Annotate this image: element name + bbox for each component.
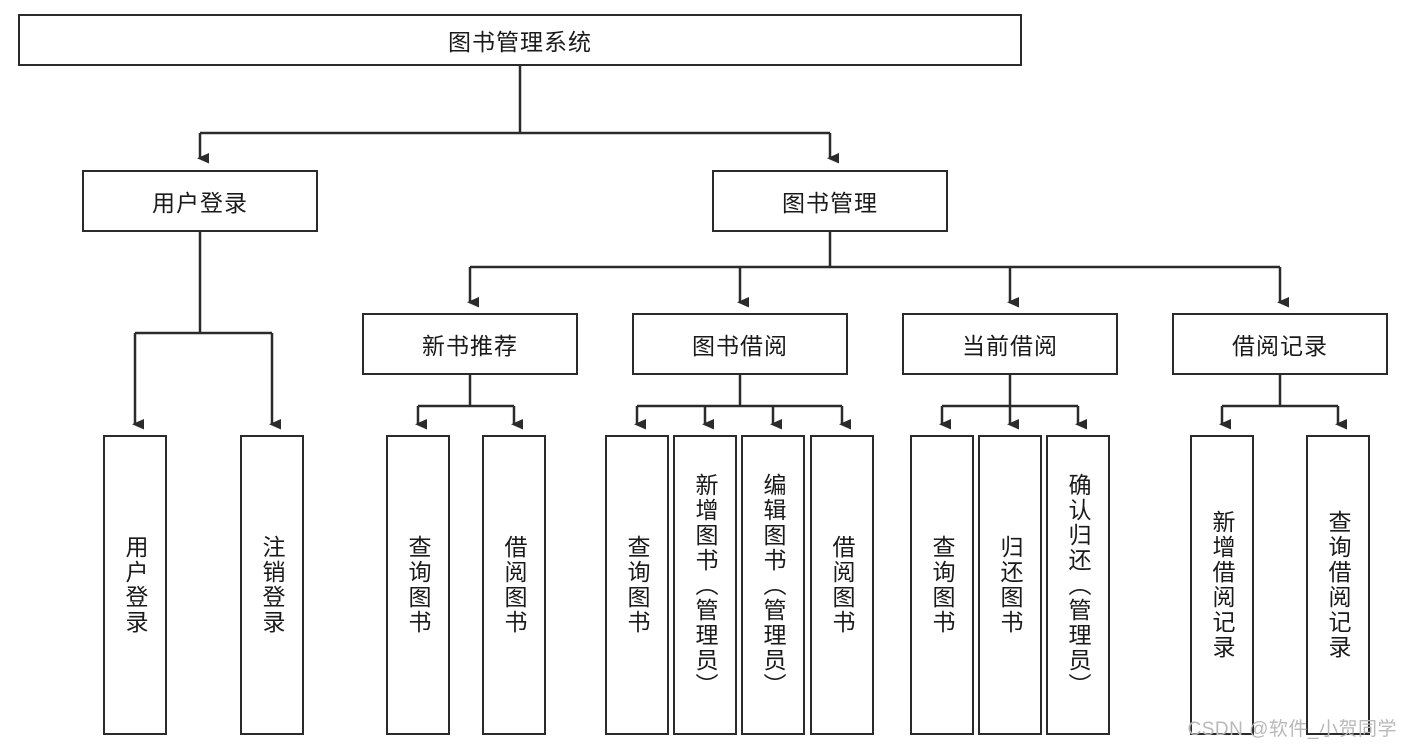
watermark: CSDN @软件_小贺同学 — [1187, 719, 1397, 740]
node-label: 图书借阅 — [692, 333, 788, 359]
node-leaf-borrow-book[interactable]: 借阅图书 — [810, 435, 874, 735]
node-label: 注销登录 — [259, 535, 286, 635]
node-label: 查询图书 — [405, 535, 432, 635]
node-label: 借阅图书 — [501, 535, 528, 635]
node-leaf-user-login[interactable]: 用户登录 — [103, 435, 167, 735]
node-book-borrow[interactable]: 图书借阅 — [632, 313, 848, 375]
node-label: 借阅记录 — [1232, 333, 1328, 359]
node-root[interactable]: 图书管理系统 — [18, 14, 1022, 66]
node-leaf-confirm-return-admin[interactable]: 确认归还（管理员） — [1046, 435, 1110, 735]
node-label: 当前借阅 — [962, 333, 1058, 359]
node-user-login[interactable]: 用户登录 — [82, 170, 318, 232]
node-label: 图书管理系统 — [448, 29, 592, 55]
node-new-book-recommend[interactable]: 新书推荐 — [362, 313, 578, 375]
node-label: 用户登录 — [152, 190, 248, 216]
node-leaf-query-book-current[interactable]: 查询图书 — [910, 435, 974, 735]
node-label: 新书推荐 — [422, 333, 518, 359]
node-leaf-logout[interactable]: 注销登录 — [240, 435, 304, 735]
node-leaf-query-book-recommend[interactable]: 查询图书 — [386, 435, 450, 735]
node-label: 新增借阅记录 — [1209, 510, 1236, 660]
node-leaf-edit-book-admin[interactable]: 编辑图书（管理员） — [741, 435, 805, 735]
node-label: 借阅图书 — [829, 535, 856, 635]
node-label: 查询图书 — [624, 535, 651, 635]
node-label: 查询借阅记录 — [1325, 510, 1352, 660]
node-label: 确认归还（管理员） — [1065, 472, 1092, 698]
node-leaf-return-book[interactable]: 归还图书 — [978, 435, 1042, 735]
node-leaf-add-book-admin[interactable]: 新增图书（管理员） — [673, 435, 737, 735]
node-label: 查询图书 — [929, 535, 956, 635]
node-current-borrow[interactable]: 当前借阅 — [902, 313, 1118, 375]
node-leaf-query-borrow-record[interactable]: 查询借阅记录 — [1306, 435, 1370, 735]
node-leaf-query-book[interactable]: 查询图书 — [605, 435, 669, 735]
node-label: 用户登录 — [122, 535, 149, 635]
node-leaf-borrow-book-recommend[interactable]: 借阅图书 — [482, 435, 546, 735]
node-borrow-record[interactable]: 借阅记录 — [1172, 313, 1388, 375]
node-label: 图书管理 — [782, 190, 878, 216]
node-label: 归还图书 — [997, 535, 1024, 635]
node-label: 新增图书（管理员） — [692, 472, 719, 698]
node-label: 编辑图书（管理员） — [760, 472, 787, 698]
node-leaf-add-borrow-record[interactable]: 新增借阅记录 — [1190, 435, 1254, 735]
node-book-management[interactable]: 图书管理 — [712, 170, 948, 232]
